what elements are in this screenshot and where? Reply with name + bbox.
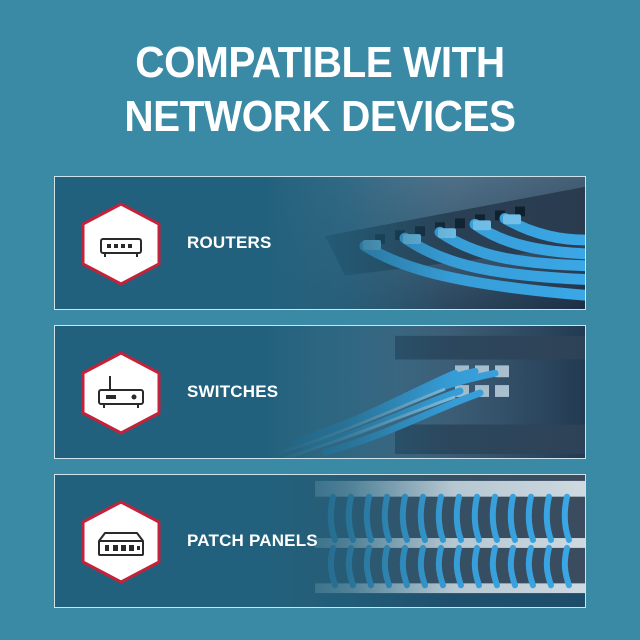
card-patch-panels: PATCH PANELS (54, 474, 586, 608)
router-icon (81, 202, 161, 286)
card-label-patch-panels: PATCH PANELS (187, 531, 318, 550)
card-label-routers: ROUTERS (187, 233, 272, 252)
card-routers: ROUTERS (54, 176, 586, 310)
switch-icon (81, 351, 161, 435)
page-title: COMPATIBLE WITH NETWORK DEVICES (26, 36, 615, 144)
card-switches: SWITCHES (54, 325, 586, 459)
title-line-1: COMPATIBLE WITH (135, 38, 505, 87)
card-label-switches: SWITCHES (187, 382, 279, 401)
title-line-2: NETWORK DEVICES (124, 92, 516, 141)
patch-panel-icon (81, 500, 161, 584)
